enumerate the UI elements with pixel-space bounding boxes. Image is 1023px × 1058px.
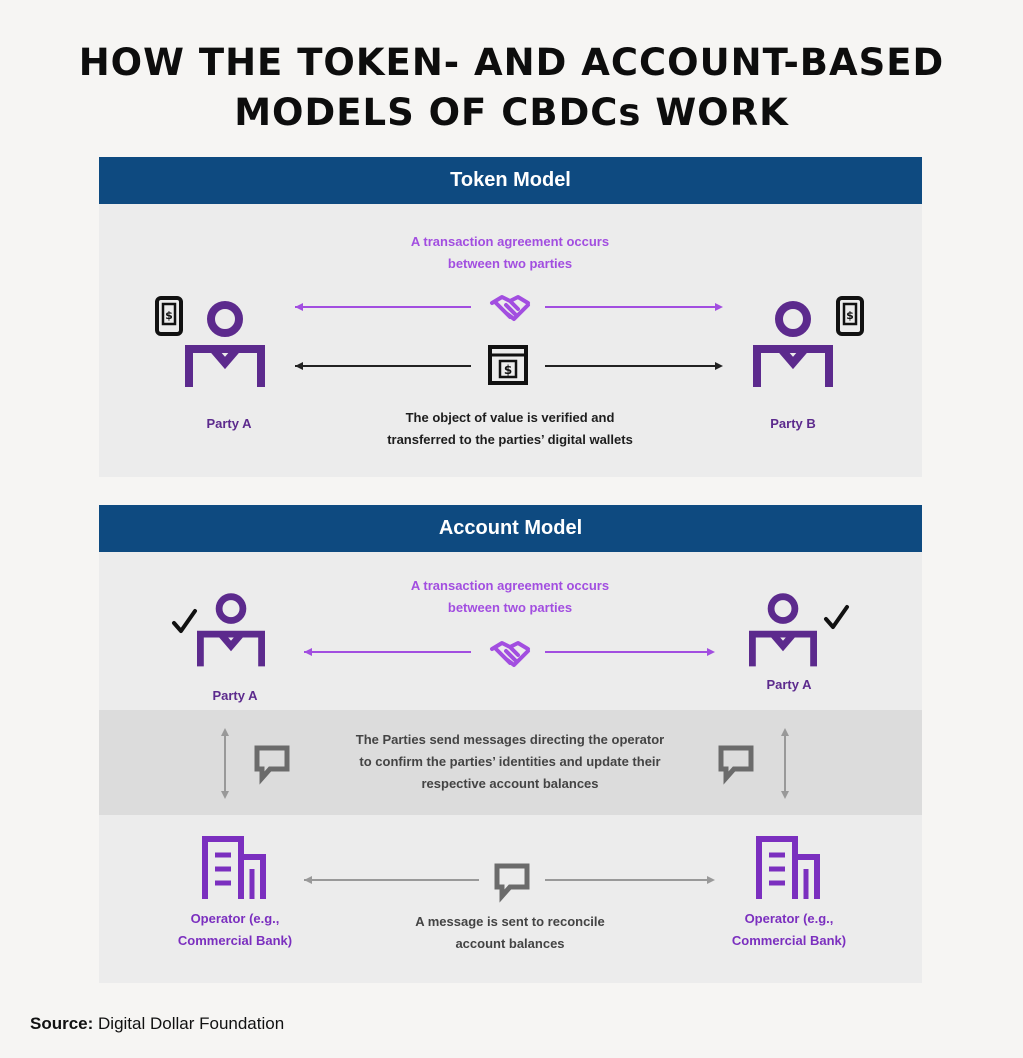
party-left-label: Party A <box>212 688 258 703</box>
account-agreement-text: A transaction agreement occurs between t… <box>410 578 610 615</box>
title-line-1: HOW THE TOKEN- AND ACCOUNT-BASED <box>78 41 945 84</box>
token-model-header: Token Model <box>99 157 922 204</box>
vertical-arrow <box>221 728 789 799</box>
token-agreement-text: A transaction agreement occurs between t… <box>410 234 610 271</box>
account-model-header: Account Model <box>99 505 922 552</box>
party-right-label: Party A <box>766 677 812 692</box>
source-note: Source: Digital Dollar Foundation <box>30 1014 284 1034</box>
source-label: Source: <box>30 1014 94 1033</box>
source-text: Digital Dollar Foundation <box>93 1014 285 1033</box>
object-transfer-text: The object of value is verified and tran… <box>387 410 633 447</box>
operator-right-label: Operator (e.g., Commercial Bank) <box>731 911 847 948</box>
party-a-label: Party A <box>206 416 252 431</box>
messages-text: The Parties send messages directing the … <box>355 732 665 791</box>
handshake-icon <box>490 295 530 321</box>
token-model-panel: Token Model A transaction agreement occu… <box>99 157 922 477</box>
account-model-panel: Account Model A transaction agreement oc… <box>99 505 922 983</box>
dollar-window-icon <box>488 345 528 385</box>
agreement-arrow <box>295 303 723 370</box>
title-line-2: MODELS OF CBDCs WORK <box>234 91 789 134</box>
operator-left-label: Operator (e.g., Commercial Bank) <box>177 911 293 948</box>
reconcile-text: A message is sent to reconcile account b… <box>415 914 605 951</box>
page-title: HOW THE TOKEN- AND ACCOUNT-BASED MODELS … <box>0 38 1023 138</box>
party-b-label: Party B <box>770 416 816 431</box>
reconcile-arrow <box>304 876 715 884</box>
agreement-arrow <box>304 648 715 656</box>
chat-bubble-icon <box>494 863 530 899</box>
